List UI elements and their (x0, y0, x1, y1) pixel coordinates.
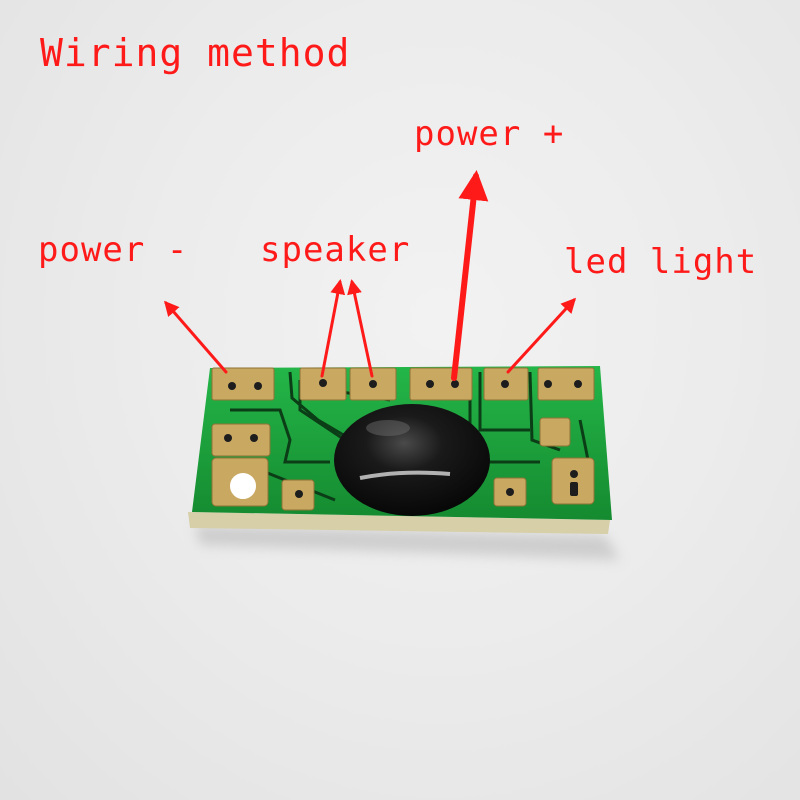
blob-highlight (359, 470, 451, 480)
arrow-power-plus (451, 170, 489, 381)
epoxy-blob (334, 404, 490, 516)
board-shadow (195, 525, 620, 560)
pad-holes (228, 379, 582, 390)
lower-pad-holes (224, 434, 578, 498)
label-led-light: led light (564, 242, 758, 282)
arrow-speaker-left (320, 279, 346, 378)
page-title: Wiring method (40, 31, 351, 75)
annotation-arrows (164, 170, 577, 381)
arrow-speaker-right (347, 279, 374, 378)
label-power-plus: power + (414, 114, 565, 154)
arrow-power-minus (164, 300, 228, 374)
blob-shine (366, 420, 410, 436)
mounting-hole (224, 467, 262, 505)
label-power-minus: power - (38, 230, 189, 270)
label-speaker: speaker (260, 230, 411, 270)
board-edge (188, 512, 610, 534)
arrow-led-light (506, 297, 577, 374)
